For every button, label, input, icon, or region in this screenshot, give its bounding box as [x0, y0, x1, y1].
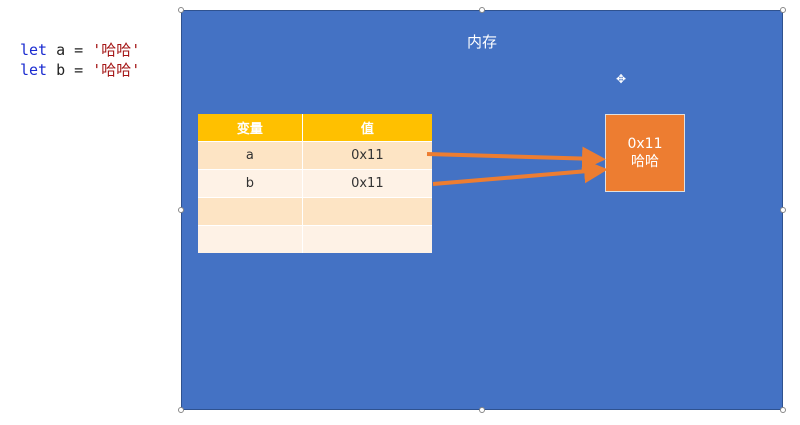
arrow-a-to-value: [426, 146, 606, 171]
code-line-1: let a = '哈哈': [20, 40, 140, 60]
table-row: b 0x11: [198, 169, 432, 198]
resize-handle-top-left[interactable]: [178, 7, 184, 13]
resize-handle-bottom-right[interactable]: [780, 407, 786, 413]
value-address: 0x11: [627, 136, 663, 152]
resize-handle-left[interactable]: [178, 207, 184, 213]
resize-handle-bottom-left[interactable]: [178, 407, 184, 413]
value-content: 哈哈: [631, 154, 659, 170]
table-row: [198, 225, 432, 253]
cell-value: [302, 225, 432, 253]
resize-handle-top-right[interactable]: [780, 7, 786, 13]
cell-var: [198, 197, 303, 226]
move-cursor-icon: ✥: [616, 72, 627, 86]
cell-var: a: [198, 141, 303, 170]
resize-handle-right[interactable]: [780, 207, 786, 213]
table-header-row: 变量 值: [198, 114, 432, 142]
code-line-2: let b = '哈哈': [20, 60, 140, 80]
arrow-b-to-value: [432, 159, 608, 186]
code-text: a =: [47, 41, 93, 59]
cell-value: [302, 197, 432, 226]
cell-var: b: [198, 169, 303, 198]
variable-table: 变量 值 a 0x11 b 0x11: [198, 114, 432, 253]
table-row: a 0x11: [198, 141, 432, 170]
cell-value: 0x11: [302, 169, 432, 198]
code-keyword: let: [20, 61, 48, 79]
code-text: b =: [47, 61, 93, 79]
resize-handle-top[interactable]: [479, 7, 485, 13]
memory-title: 内存: [466, 33, 497, 51]
table-row: [198, 197, 432, 226]
cell-value: 0x11: [302, 141, 432, 170]
code-snippet: let a = '哈哈'let b = '哈哈': [20, 40, 140, 80]
code-string: '哈哈': [92, 41, 141, 59]
header-variable: 变量: [198, 114, 303, 142]
header-value: 值: [302, 114, 432, 142]
cell-var: [198, 225, 303, 253]
code-string: '哈哈': [92, 61, 141, 79]
code-keyword: let: [20, 41, 48, 59]
resize-handle-bottom[interactable]: [479, 407, 485, 413]
heap-value-box[interactable]: 0x11 哈哈: [605, 114, 685, 192]
